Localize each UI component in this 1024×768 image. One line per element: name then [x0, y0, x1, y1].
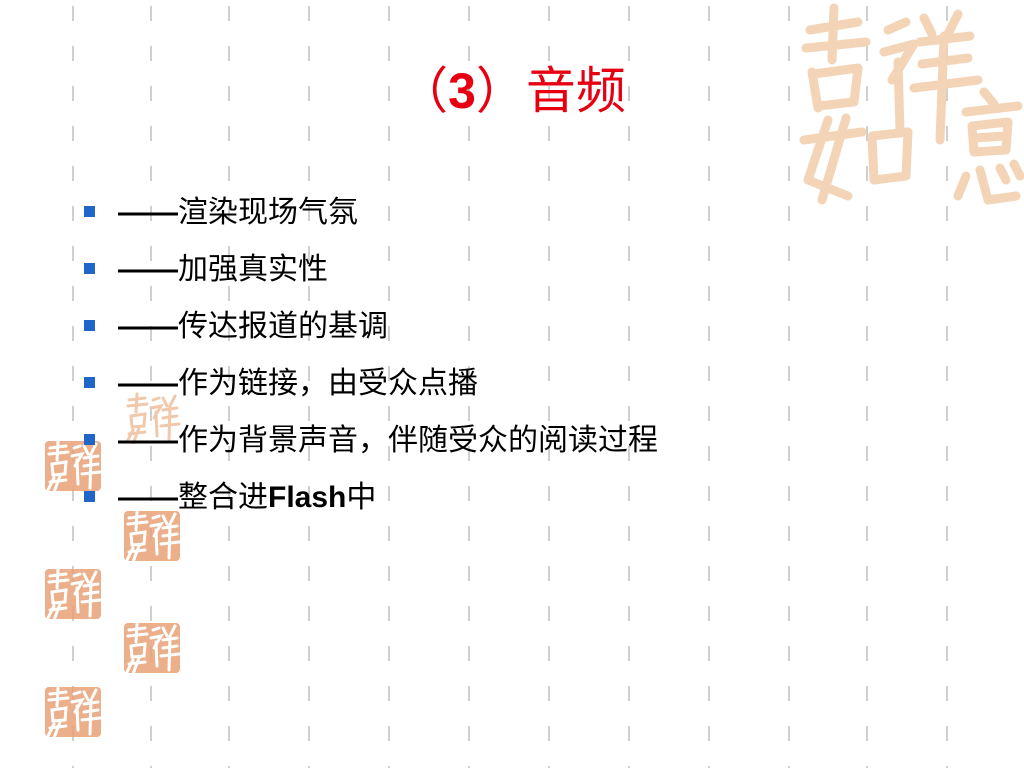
square-bullet-icon — [84, 320, 95, 331]
bullet-item: ——作为背景声音，伴随受众的阅读过程 — [80, 416, 658, 473]
bullet-text: 作为链接，由受众点播 — [178, 366, 478, 401]
bullet-item: ——整合进Flash中 — [80, 473, 658, 530]
bullet-text: 作为背景声音，伴随受众的阅读过程 — [178, 423, 658, 458]
bullet-item: ——加强真实性 — [80, 245, 658, 302]
bullet-dash: —— — [118, 253, 178, 286]
bullet-text: 传达报道的基调 — [178, 309, 388, 344]
stamp-icon — [124, 622, 181, 674]
square-bullet-icon — [84, 377, 95, 388]
stamp-icon — [45, 686, 102, 738]
title-number: 3 — [448, 63, 476, 119]
bullet-text: 整合进 — [178, 480, 268, 515]
title-open-paren: （ — [398, 62, 449, 120]
square-bullet-icon — [84, 434, 95, 445]
title-text: ）音频 — [475, 62, 626, 120]
bullet-dash: —— — [118, 367, 178, 400]
bullet-list: ——渲染现场气氛 ——加强真实性 ——传达报道的基调 ——作为链接，由受众点播 … — [80, 188, 658, 530]
stamp-icon — [125, 392, 181, 444]
stamp-icon — [45, 568, 102, 620]
bullet-dash: —— — [118, 310, 178, 343]
bullet-latin-text: Flash — [268, 481, 347, 514]
bullet-item: ——渲染现场气氛 — [80, 188, 658, 245]
stamp-icon — [45, 440, 102, 492]
bullet-dash: —— — [118, 424, 178, 457]
stamp-icon — [124, 510, 181, 562]
bullet-text: 渲染现场气氛 — [178, 195, 358, 230]
bullet-item: ——作为链接，由受众点播 — [80, 359, 658, 416]
bullet-dash: —— — [118, 481, 178, 514]
slide-title: （3）音频 — [0, 56, 1024, 126]
square-bullet-icon — [84, 263, 95, 274]
calligraphy-logo — [799, 3, 1024, 205]
bullet-dash: —— — [118, 196, 178, 229]
bullet-text: 加强真实性 — [178, 252, 328, 287]
square-bullet-icon — [84, 491, 95, 502]
bullet-item: ——传达报道的基调 — [80, 302, 658, 359]
square-bullet-icon — [84, 206, 95, 217]
bullet-tail-text: 中 — [346, 480, 377, 515]
